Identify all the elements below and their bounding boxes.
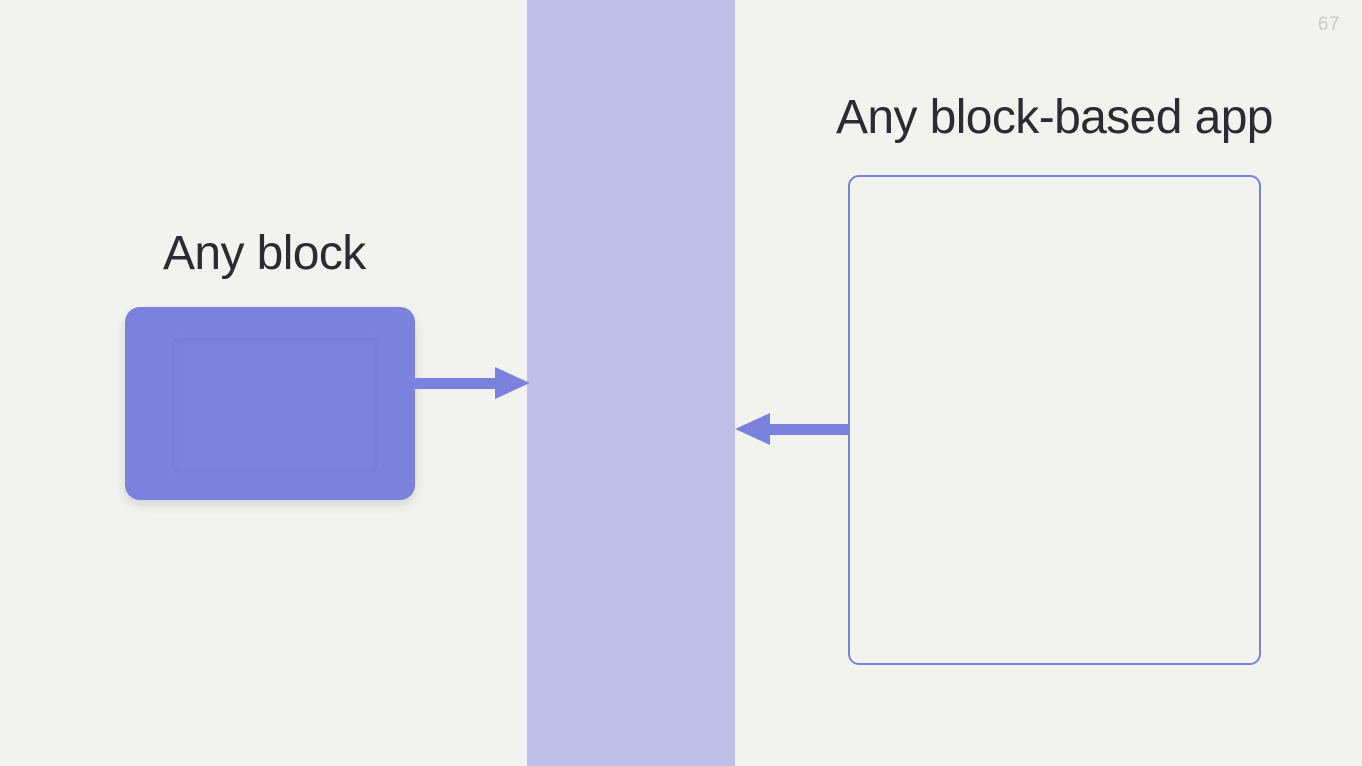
arrow-right-icon	[415, 367, 530, 399]
left-caption: Any block	[163, 227, 366, 280]
app-outline-frame	[848, 175, 1261, 665]
any-block-shape	[125, 307, 415, 500]
center-band	[527, 0, 735, 766]
right-caption: Any block-based app	[836, 91, 1273, 144]
arrow-right-head	[495, 367, 530, 399]
arrow-left-icon	[735, 413, 850, 445]
arrow-left-head	[735, 413, 770, 445]
any-block-inner-surface	[172, 338, 378, 472]
arrow-right-shaft	[415, 378, 499, 389]
page-number: 67	[1317, 14, 1340, 35]
arrow-left-shaft	[766, 424, 850, 435]
